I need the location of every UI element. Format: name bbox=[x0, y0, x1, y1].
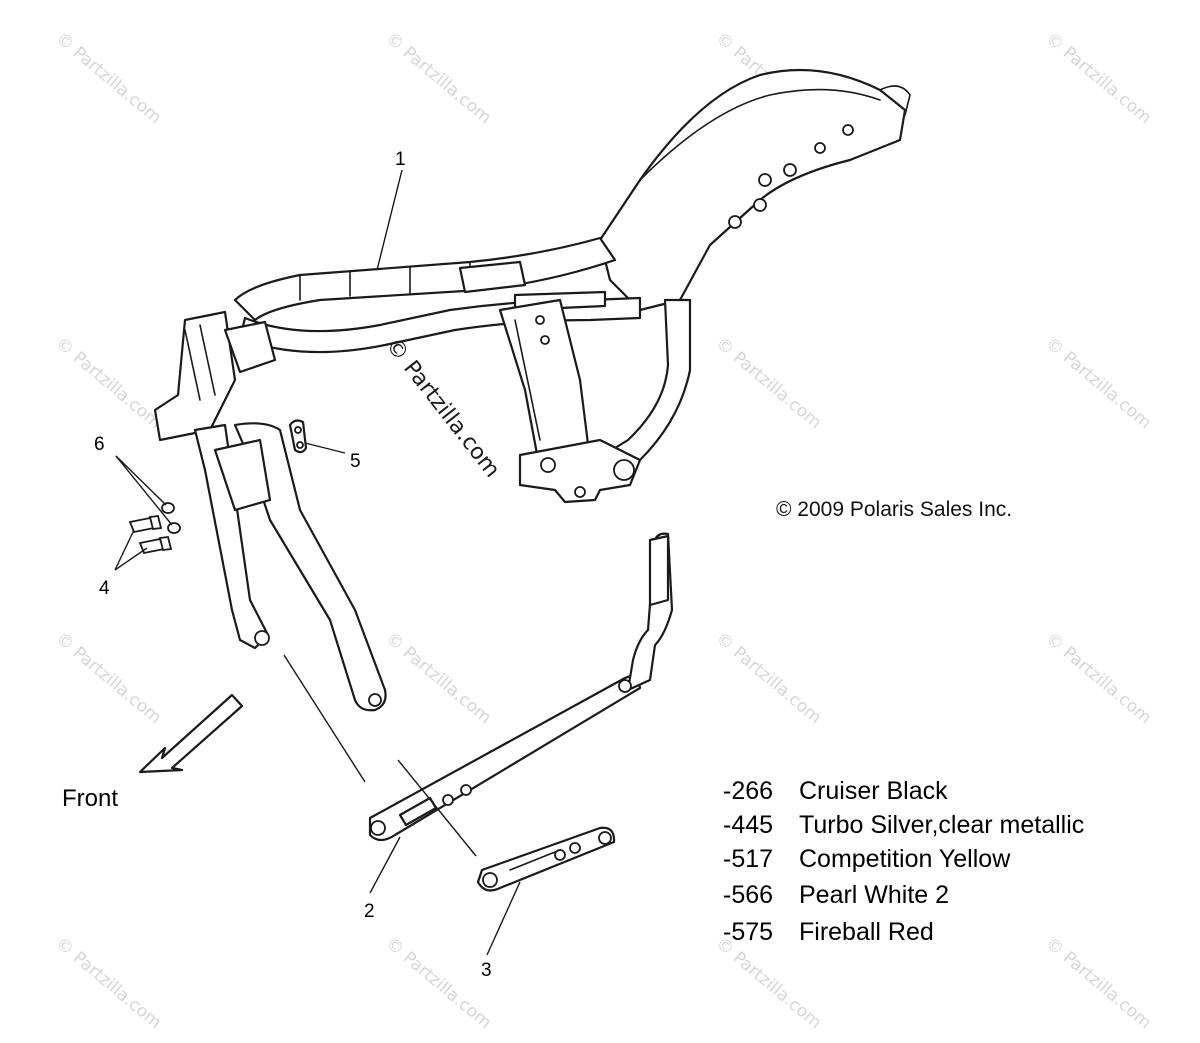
copyright-text: © 2009 Polaris Sales Inc. bbox=[776, 498, 1012, 521]
lower-bracket-part-3 bbox=[476, 826, 616, 892]
watermark: © Partzilla.com bbox=[52, 629, 165, 729]
watermark: © Partzilla.com bbox=[382, 934, 495, 1034]
rear-down-tube bbox=[610, 298, 692, 472]
bolt-part-4-upper bbox=[128, 515, 163, 534]
color-name: Cruiser Black bbox=[799, 777, 948, 805]
color-code-row: -575 Fireball Red bbox=[723, 918, 934, 946]
right-down-tube bbox=[233, 422, 387, 712]
rear-rail bbox=[598, 68, 907, 312]
leader-lines bbox=[114, 169, 521, 956]
watermark: © Partzilla.com bbox=[712, 629, 825, 729]
color-code: -517 bbox=[723, 845, 773, 873]
color-name: Turbo Silver,clear metallic bbox=[799, 811, 1084, 839]
front-arrow bbox=[138, 693, 244, 774]
watermark: © Partzilla.com bbox=[712, 934, 825, 1034]
washer-part-6-lower bbox=[167, 522, 181, 534]
color-name: Competition Yellow bbox=[799, 845, 1011, 873]
watermark: © Partzilla.com bbox=[52, 334, 165, 434]
callout-3: 3 bbox=[481, 960, 492, 981]
callout-1: 1 bbox=[395, 149, 406, 170]
swingarm-pivot bbox=[518, 438, 642, 504]
color-name: Pearl White 2 bbox=[799, 881, 949, 909]
bolt-part-4-lower bbox=[138, 536, 173, 555]
callout-4: 4 bbox=[99, 578, 110, 599]
watermark: © Partzilla.com bbox=[1042, 629, 1155, 729]
color-code: -445 bbox=[723, 811, 773, 839]
callout-6: 6 bbox=[94, 434, 105, 455]
callout-2: 2 bbox=[364, 901, 375, 922]
callouts: 1 2 3 4 5 6 bbox=[94, 149, 492, 981]
front-label: Front bbox=[62, 785, 118, 812]
watermark: © Partzilla.com bbox=[52, 934, 165, 1034]
watermark: © Partzilla.com bbox=[712, 334, 825, 434]
color-code-row: -445 Turbo Silver,clear metallic bbox=[723, 811, 1084, 839]
watermark: © Partzilla.com bbox=[382, 29, 495, 129]
watermark: © Partzilla.com bbox=[52, 29, 165, 129]
center-watermark: © Partzilla.com bbox=[380, 333, 504, 482]
watermark: © Partzilla.com bbox=[1042, 934, 1155, 1034]
callout-5: 5 bbox=[350, 451, 361, 472]
color-code-row: -517 Competition Yellow bbox=[723, 845, 1011, 873]
color-code: -575 bbox=[723, 918, 773, 946]
crossbar-part-2 bbox=[368, 532, 674, 842]
color-code: -266 bbox=[723, 777, 773, 805]
upper-backbone bbox=[233, 236, 617, 322]
color-code-row: -266 Cruiser Black bbox=[723, 777, 948, 805]
main-frame bbox=[153, 68, 911, 712]
bracket-part-5 bbox=[288, 419, 308, 454]
color-code-row: -566 Pearl White 2 bbox=[723, 881, 949, 909]
watermark: © Partzilla.com bbox=[1042, 29, 1155, 129]
color-code: -566 bbox=[723, 881, 773, 909]
color-code-list: -266 Cruiser Black -445 Turbo Silver,cle… bbox=[723, 777, 1084, 946]
color-name: Fireball Red bbox=[799, 918, 934, 946]
watermark: © Partzilla.com bbox=[1042, 334, 1155, 434]
washer-part-6-upper bbox=[161, 502, 175, 514]
watermark: © Partzilla.com bbox=[382, 629, 495, 729]
